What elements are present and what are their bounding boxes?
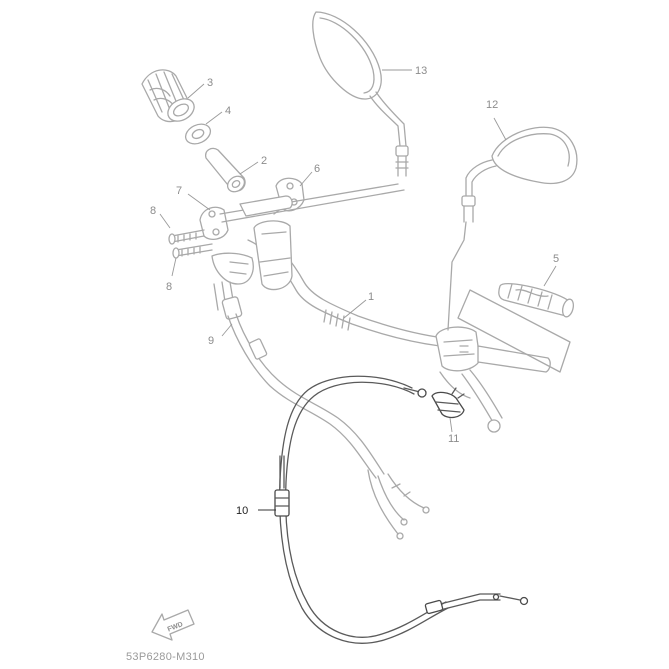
callout-6: 6 bbox=[314, 163, 320, 175]
throttle-grip-tube bbox=[205, 147, 246, 193]
callout-11: 11 bbox=[448, 433, 459, 445]
brake-switch bbox=[431, 387, 465, 419]
long-cable bbox=[274, 375, 529, 644]
washer bbox=[184, 123, 212, 145]
leader-5 bbox=[543, 265, 557, 287]
callout-3: 3 bbox=[207, 77, 213, 89]
callout-8-lower: 8 bbox=[166, 281, 172, 293]
callout-2: 2 bbox=[261, 155, 267, 167]
callout-1: 1 bbox=[368, 291, 374, 303]
left-grip bbox=[141, 69, 195, 123]
callout-13: 13 bbox=[415, 65, 427, 77]
leader-11 bbox=[449, 417, 453, 433]
leader-7 bbox=[187, 193, 211, 211]
lever-holder-lower bbox=[199, 206, 229, 241]
right-mirror bbox=[461, 126, 578, 223]
screw-lower bbox=[172, 243, 213, 259]
callout-10: 10 bbox=[236, 505, 248, 517]
leader-4 bbox=[205, 111, 223, 125]
leader-6 bbox=[299, 171, 313, 187]
callout-9: 9 bbox=[208, 335, 214, 347]
fwd-arrow: FWD bbox=[151, 609, 195, 641]
leader-8a bbox=[159, 213, 171, 229]
leader-8b bbox=[171, 257, 177, 277]
leader-3 bbox=[187, 83, 205, 99]
callout-8-upper: 8 bbox=[150, 205, 156, 217]
left-mirror bbox=[312, 11, 409, 177]
right-grip bbox=[447, 221, 575, 373]
leader-9 bbox=[221, 323, 233, 337]
diagram-code: 53P6280-M310 bbox=[126, 651, 205, 663]
leader-1 bbox=[343, 299, 367, 319]
throttle-cable bbox=[213, 281, 430, 540]
callout-4: 4 bbox=[225, 105, 231, 117]
callout-7: 7 bbox=[176, 185, 182, 197]
handlebar bbox=[211, 183, 551, 433]
leader-12 bbox=[493, 117, 507, 141]
leader-2 bbox=[239, 161, 259, 175]
callout-12: 12 bbox=[486, 99, 498, 111]
callout-5: 5 bbox=[553, 253, 559, 265]
screw-upper bbox=[168, 229, 205, 245]
